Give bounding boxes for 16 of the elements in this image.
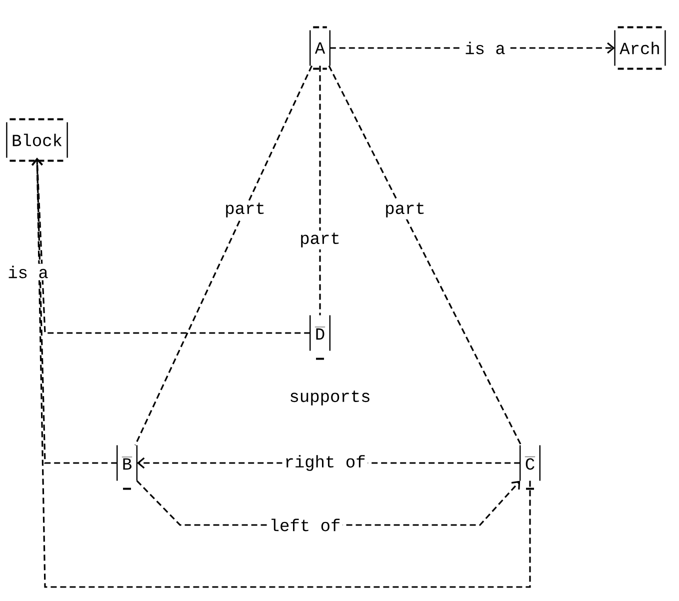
node-box: C [520, 444, 540, 490]
edge-label: part [222, 200, 268, 220]
edge-label: is a [6, 264, 50, 280]
node-box: D [310, 314, 330, 360]
arrow [32, 158, 531, 588]
edge-label: part [298, 230, 342, 250]
node-box: Block [6, 118, 68, 162]
arrow [32, 158, 310, 334]
edge-label: left of [267, 516, 343, 534]
relation-label: supports [290, 390, 370, 406]
node-box: A [310, 26, 330, 70]
edge-label: is a [462, 40, 508, 56]
edge-label: part [382, 200, 428, 220]
node-box: Arch [614, 26, 666, 70]
node-box: B [116, 444, 138, 490]
edge-label: right of [282, 453, 368, 473]
